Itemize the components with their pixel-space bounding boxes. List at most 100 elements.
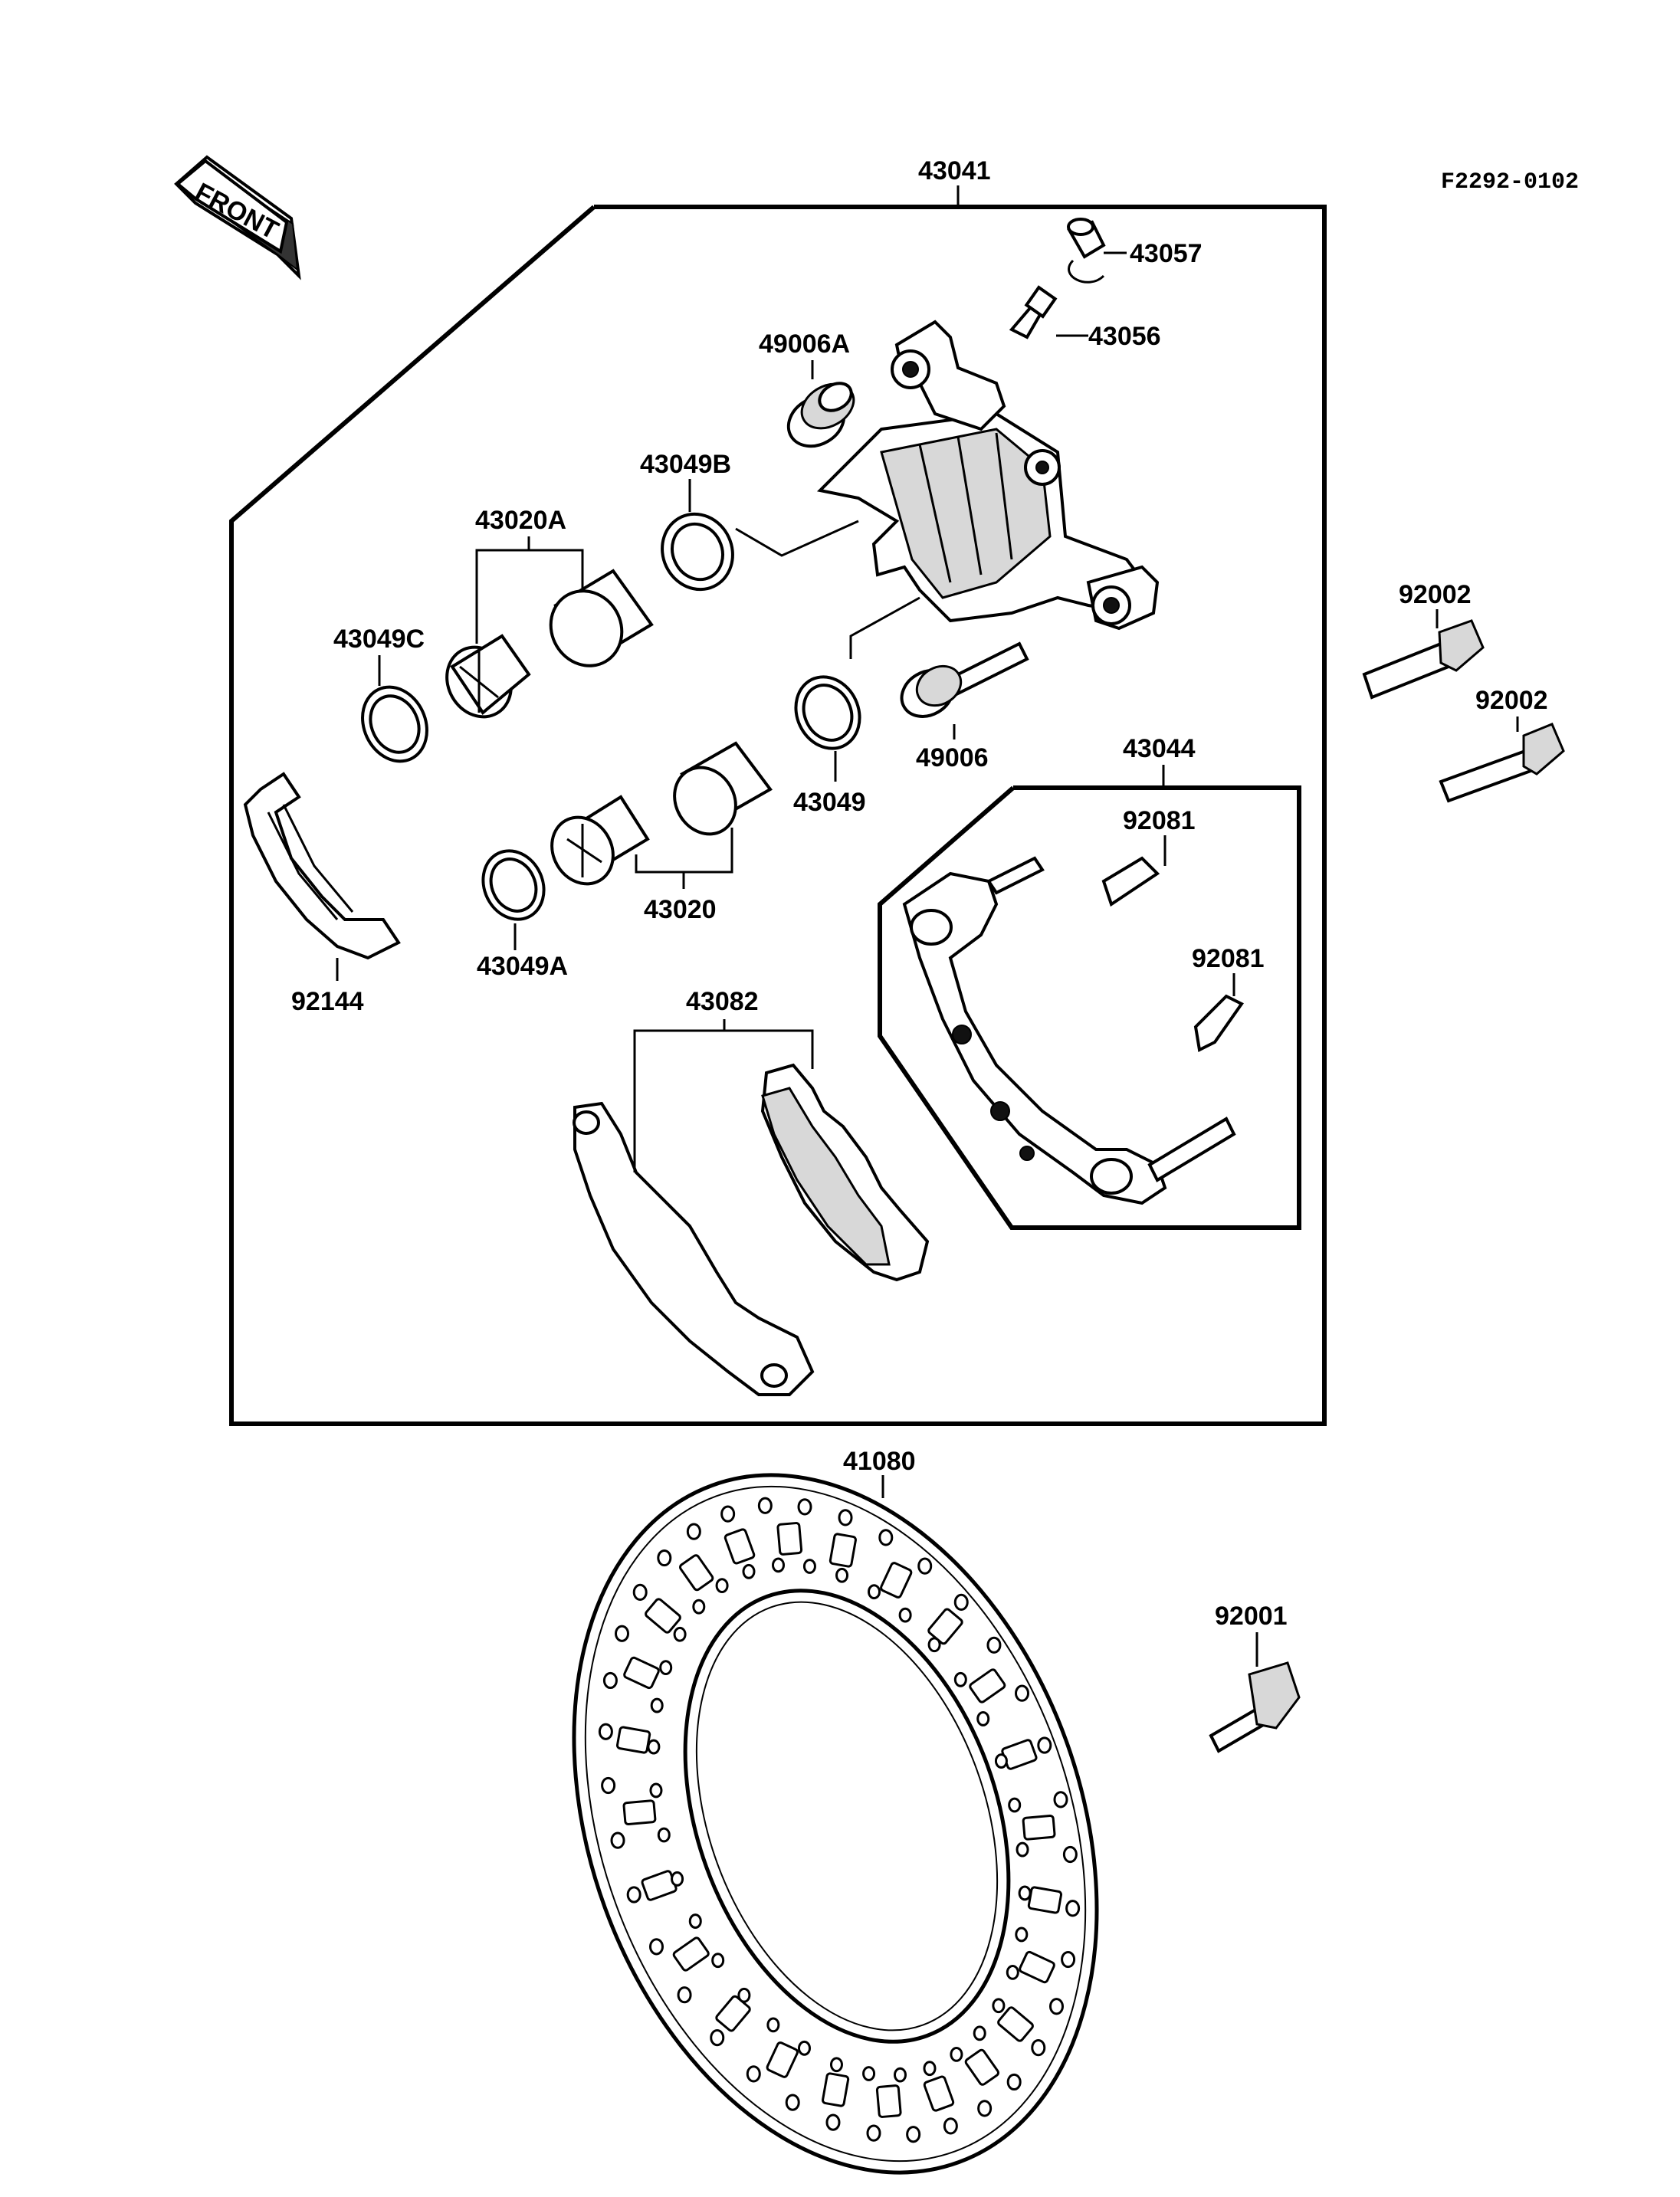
label-43044: 43044 (1123, 734, 1196, 763)
disc-bolt: 92001 (1209, 1602, 1301, 1753)
disc-hole (598, 1723, 613, 1740)
disc-hole (1061, 1950, 1076, 1969)
bleed-valve: 43056 (1009, 285, 1161, 351)
disc-hole (1008, 1797, 1022, 1813)
label-43049: 43049 (793, 788, 866, 817)
disc-hole (1006, 1964, 1019, 1980)
label-43056: 43056 (1088, 322, 1161, 351)
disc-hole (746, 2065, 761, 2083)
disc-hole (829, 1533, 857, 1568)
disc-hole (692, 1599, 706, 1615)
disc-hole (997, 2006, 1034, 2042)
piston-seal-large-upper: 43049B (640, 450, 859, 592)
label-43049C: 43049C (333, 625, 425, 654)
disc-hole (923, 2075, 955, 2112)
disc-hole (1031, 2039, 1046, 2057)
caliper-bolt-upper: 92002 (1362, 580, 1485, 700)
disc-hole (797, 1498, 812, 1516)
disc-hole (710, 2029, 725, 2047)
disc-hole (672, 1936, 710, 1972)
disc-hole (657, 1549, 672, 1567)
disc-hole (875, 2084, 902, 2118)
disc-vent-holes (598, 1497, 1081, 2143)
disc-hole (720, 1505, 736, 1523)
disc-hole (829, 2057, 843, 2073)
disc-hole (802, 1559, 816, 1574)
disc-hole (657, 1827, 671, 1843)
retaining-pin-upper: 92081 (1101, 806, 1196, 907)
disc-hole (835, 1567, 849, 1583)
label-92081-a: 92081 (1123, 806, 1196, 835)
disc-hole (679, 1554, 714, 1592)
piston-large-set: 43020A (445, 506, 654, 719)
disc-hole (893, 2067, 907, 2083)
label-92001: 92001 (1215, 1602, 1288, 1631)
disc-hole (973, 2025, 986, 2041)
label-43020: 43020 (644, 895, 717, 924)
disc-hole (797, 2040, 811, 2056)
figure-code: F2292-0102 (1441, 169, 1579, 195)
disc-hole (686, 1523, 701, 1540)
disc-hole (923, 2061, 937, 2077)
piston-seal-small-lower: 43049A (477, 849, 568, 981)
disc-hole (866, 2124, 881, 2142)
disc-hole (917, 1557, 933, 1575)
disc-hole (950, 2047, 963, 2062)
disc-hole (992, 1998, 1006, 2014)
disc-hole (953, 1593, 969, 1611)
label-43049A: 43049A (477, 952, 568, 981)
label-92002-a: 92002 (1399, 580, 1472, 609)
disc-hole (649, 1782, 663, 1799)
dust-boot-upper: 49006A (759, 330, 855, 448)
disc-hole (602, 1671, 618, 1690)
disc-hole (632, 1583, 648, 1601)
disc-hole (953, 1671, 967, 1687)
disc-hole (1019, 1950, 1055, 1984)
label-41080: 41080 (843, 1447, 916, 1476)
disc-hole (766, 2017, 780, 2033)
disc-hole (822, 2072, 850, 2107)
disc-hole (645, 1598, 681, 1634)
label-43020A: 43020A (475, 506, 566, 535)
caliper-body (816, 320, 1160, 631)
bracket-assembly-frame: 43044 (878, 734, 1301, 1230)
disc-hole (715, 1578, 729, 1593)
label-43082: 43082 (686, 987, 759, 1016)
disc-hole (659, 1660, 673, 1676)
disc-hole (648, 1938, 664, 1956)
disc-hole (1015, 1926, 1029, 1943)
caliper-bolt-lower: 92002 (1439, 686, 1565, 803)
disc-hole (673, 1626, 687, 1642)
label-92144: 92144 (291, 987, 364, 1016)
disc-hole (977, 2100, 993, 2117)
label-43049B: 43049B (640, 450, 731, 479)
disc-hole (1053, 1791, 1068, 1808)
disc-hole (650, 1697, 664, 1713)
disc-hole (1018, 1885, 1032, 1901)
disc-hole (964, 2048, 999, 2086)
brake-disc: 41080 (572, 1447, 1099, 2175)
disc-hole (969, 1668, 1006, 1703)
disc-hole (626, 1886, 641, 1904)
label-92002-b: 92002 (1475, 686, 1548, 715)
disc-hole (1016, 1841, 1029, 1858)
disc-hole (1037, 1736, 1052, 1754)
disc-hole (1065, 1900, 1081, 1917)
disc-hole (776, 1522, 803, 1556)
disc-hole (671, 1871, 684, 1887)
disc-hole (615, 1726, 651, 1754)
label-92081-b: 92081 (1192, 944, 1265, 973)
disc-hole (677, 1986, 692, 2004)
piston-seal-small-upper: 43049 (793, 596, 920, 817)
label-49006: 49006 (916, 743, 989, 772)
disc-hole (1062, 1845, 1078, 1864)
disc-hole (647, 1739, 661, 1755)
disc-hole (1048, 1998, 1064, 2015)
disc-hole (976, 1711, 990, 1726)
disc-hole (906, 2126, 921, 2143)
disc-hole (601, 1776, 616, 1795)
disc-hole (994, 1753, 1008, 1769)
disc-hole (688, 1913, 702, 1929)
label-43057: 43057 (1130, 239, 1203, 268)
slide-pin-boot: 49006 (900, 641, 1029, 772)
